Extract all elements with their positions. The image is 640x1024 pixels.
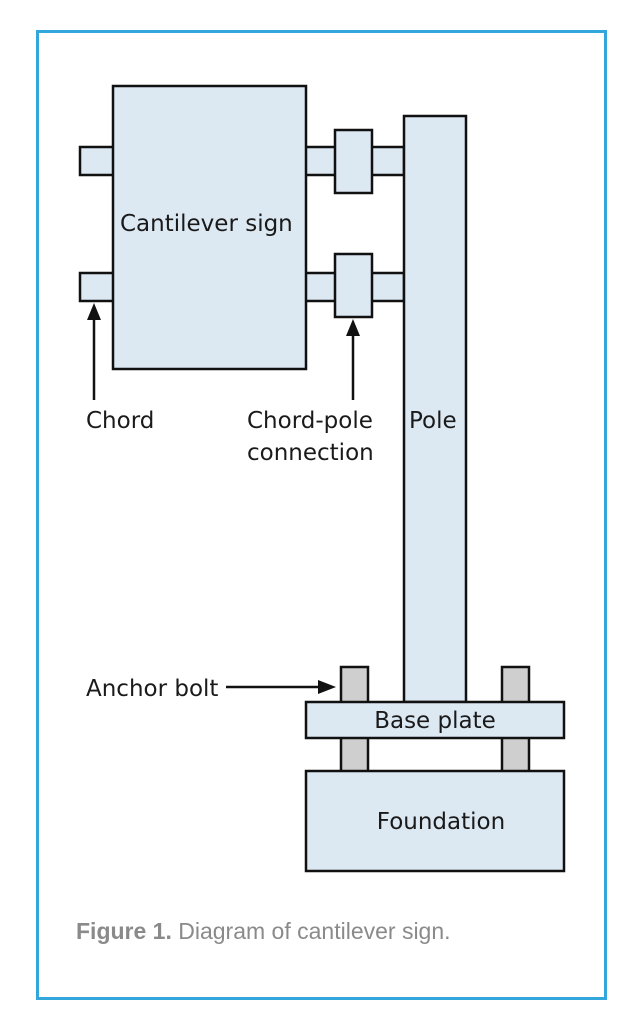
anchor-bolt-label: Anchor bolt xyxy=(86,676,218,702)
anchor-bolt-left-upper xyxy=(339,665,370,705)
chord-label: Chord xyxy=(86,408,154,434)
figure-caption: Figure 1. Diagram of cantilever sign. xyxy=(76,918,451,945)
pole-label: Pole xyxy=(409,408,457,434)
figure-caption-text: Diagram of cantilever sign. xyxy=(171,918,451,944)
anchor-bolt-left-lower xyxy=(339,735,370,774)
figure-number: Figure 1. xyxy=(76,918,172,944)
sign-panel xyxy=(111,84,308,371)
chord-left-top xyxy=(78,145,116,177)
connection-arrowhead xyxy=(346,319,360,336)
foundation-label: Foundation xyxy=(377,809,505,835)
connection-label-line1: Chord-pole xyxy=(247,408,373,434)
base-plate xyxy=(304,700,566,740)
base-plate-label: Base plate xyxy=(374,708,496,734)
chord-pole-connection-top xyxy=(333,128,374,195)
sign-label: Cantilever sign xyxy=(120,211,293,237)
foundation xyxy=(304,769,566,873)
anchor-bolt-arrowhead xyxy=(318,680,336,694)
connection-label-line2: connection xyxy=(247,440,374,466)
chord-pole-connection-bottom xyxy=(333,252,374,319)
anchor-bolt-right-lower xyxy=(500,735,531,774)
anchor-bolt-right-upper xyxy=(500,665,531,705)
chord-arrowhead xyxy=(87,303,101,320)
chord-left-bottom xyxy=(78,271,116,303)
